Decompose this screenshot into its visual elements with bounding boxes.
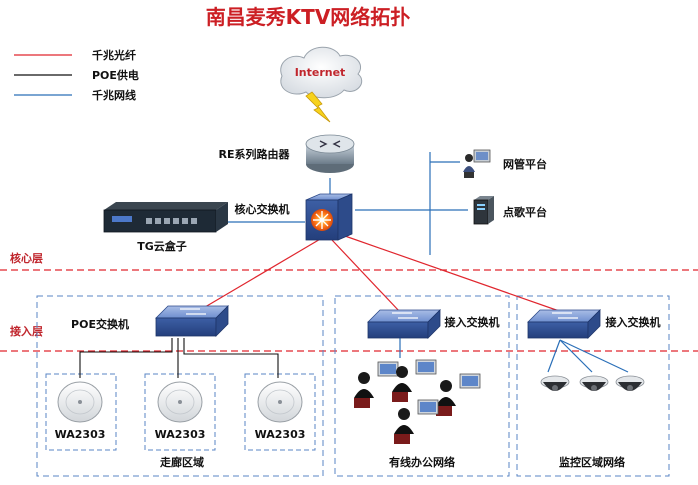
legend: 千兆光纤 POE供电 千兆网线 xyxy=(14,48,139,102)
monitor-zone-box xyxy=(516,295,670,477)
router-icon xyxy=(305,134,355,173)
poe-link-ap1 xyxy=(79,338,173,378)
legend-ethernet-label: 千兆网线 xyxy=(92,88,136,102)
access-point-icon xyxy=(257,381,303,423)
poe-switch-label: POE交换机 xyxy=(71,317,129,331)
core-layer-label: 核心层 xyxy=(10,251,43,265)
ktv-server-icon xyxy=(473,196,494,225)
page-title: 南昌麦秀KTV网络拓扑 xyxy=(206,5,411,29)
link-cam-1 xyxy=(547,339,561,373)
core-switch-label: 核心交换机 xyxy=(235,202,290,216)
corridor-zone-box xyxy=(36,295,324,477)
ap-box-1 xyxy=(45,373,117,451)
access-point-icon xyxy=(57,381,103,423)
ap-box-2 xyxy=(144,373,216,451)
link-cam-2 xyxy=(559,339,593,373)
server-ktv-label: 点歌平台 xyxy=(503,205,547,219)
fiber-link-monitor xyxy=(344,235,563,313)
office-workers-icon xyxy=(354,359,481,444)
access-layer-label: 接入层 xyxy=(10,324,43,338)
dome-camera-icon xyxy=(615,375,645,391)
monitor-zone-label: 监控区域网络 xyxy=(559,455,625,469)
link-cam-3 xyxy=(559,339,629,373)
legend-fiber-label: 千兆光纤 xyxy=(92,48,136,62)
office-zone-box xyxy=(334,295,510,477)
network-management-workstation-icon xyxy=(463,149,491,178)
poe-links xyxy=(79,338,279,378)
ap-label-1: WA2303 xyxy=(55,428,106,441)
ap-label-2: WA2303 xyxy=(155,428,206,441)
monitor-switch-label: 接入交换机 xyxy=(606,315,661,329)
tg-cloud-box-label: TG云盒子 xyxy=(137,239,187,253)
server-nms-label: 网管平台 xyxy=(503,157,547,171)
legend-poe-label: POE供电 xyxy=(92,68,139,82)
lightning-icon xyxy=(305,91,331,123)
access-point-icon xyxy=(157,381,203,423)
monitor-switch-icon xyxy=(527,309,601,339)
ap-label-3: WA2303 xyxy=(255,428,306,441)
office-switch-label: 接入交换机 xyxy=(445,315,500,329)
fiber-link-office xyxy=(331,239,401,313)
ethernet-links xyxy=(225,152,629,373)
internet-cloud: Internet xyxy=(280,46,363,99)
corridor-zone-label: 走廊区域 xyxy=(159,455,204,469)
poe-link-ap3 xyxy=(183,338,279,378)
router-label: RE系列路由器 xyxy=(219,147,291,161)
core-switch-icon xyxy=(305,193,353,241)
office-zone-label: 有线办公网络 xyxy=(389,455,455,469)
dome-camera-icon xyxy=(579,375,609,391)
tg-cloud-box-icon xyxy=(103,202,228,233)
office-switch-icon xyxy=(367,309,441,339)
poe-switch-icon xyxy=(155,305,229,337)
ap-box-3 xyxy=(244,373,316,451)
dome-camera-icon xyxy=(540,375,570,391)
internet-label: Internet xyxy=(295,66,346,79)
fiber-link-poe xyxy=(199,237,323,311)
fiber-links xyxy=(199,235,563,313)
